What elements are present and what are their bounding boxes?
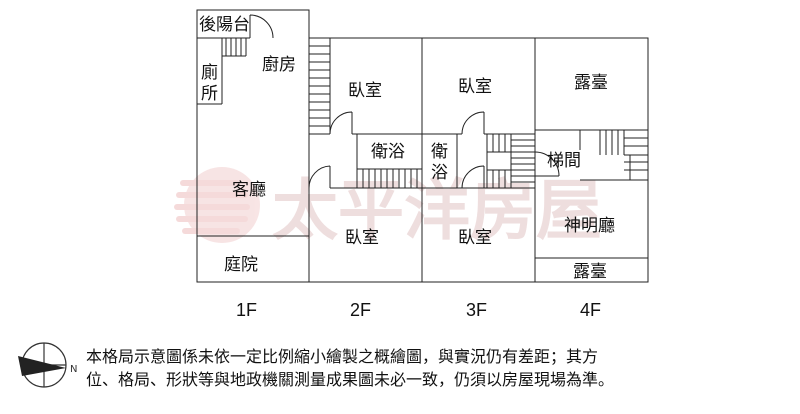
floor-label-4f: 4F [580,300,601,320]
room-courtyard-label: 庭院 [224,255,258,275]
room-2f-bath-label: 衛浴 [371,142,405,162]
room-3f-bath-label-line2: 浴 [431,163,448,183]
floor-label-3f: 3F [466,300,487,320]
floor-label-2f: 2F [350,300,371,320]
room-kitchen-label: 廚房 [262,54,296,75]
watermark: 太平洋房屋 [174,167,602,249]
disclaimer-line-2: 位、格局、形狀等與地政機關測量成果圖未必一致，仍須以房屋現場為準。 [86,370,615,389]
room-toilet-label-line1: 廁 [201,62,218,83]
room-4f-terrace-bottom-label: 露臺 [573,262,607,282]
room-living-label: 客廳 [232,180,266,200]
room-3f-bath-label-line1: 衛 [431,142,448,162]
room-4f-terrace-top-label: 露臺 [574,73,608,93]
room-3f-bedroom-bottom-label: 臥室 [458,228,492,248]
svg-text:N: N [70,364,77,375]
room-2f-bedroom-bottom-label: 臥室 [345,228,379,248]
room-2f-bedroom-top-label: 臥室 [348,81,382,101]
room-3f-bedroom-top-label: 臥室 [458,77,492,97]
watermark-text: 太平洋房屋 [272,171,602,249]
floor-label-1f: 1F [236,300,257,320]
room-back-balcony-label: 後陽台 [199,15,250,35]
watermark-logo-icon [174,167,260,243]
compass-icon: N [18,342,77,388]
disclaimer-line-1: 本格局示意圖係未依一定比例縮小繪製之概繪圖，與實況仍有差距；其方 [86,347,599,366]
floor-4f-plan [534,37,649,283]
room-4f-shrine-hall-label: 神明廳 [564,216,615,236]
room-toilet-label-line2: 所 [201,84,218,104]
room-4f-stairwell-label: 梯間 [547,151,581,171]
disclaimer-text: 本格局示意圖係未依一定比例縮小繪製之概繪圖，與實況仍有差距；其方 位、格局、形狀… [86,345,786,391]
